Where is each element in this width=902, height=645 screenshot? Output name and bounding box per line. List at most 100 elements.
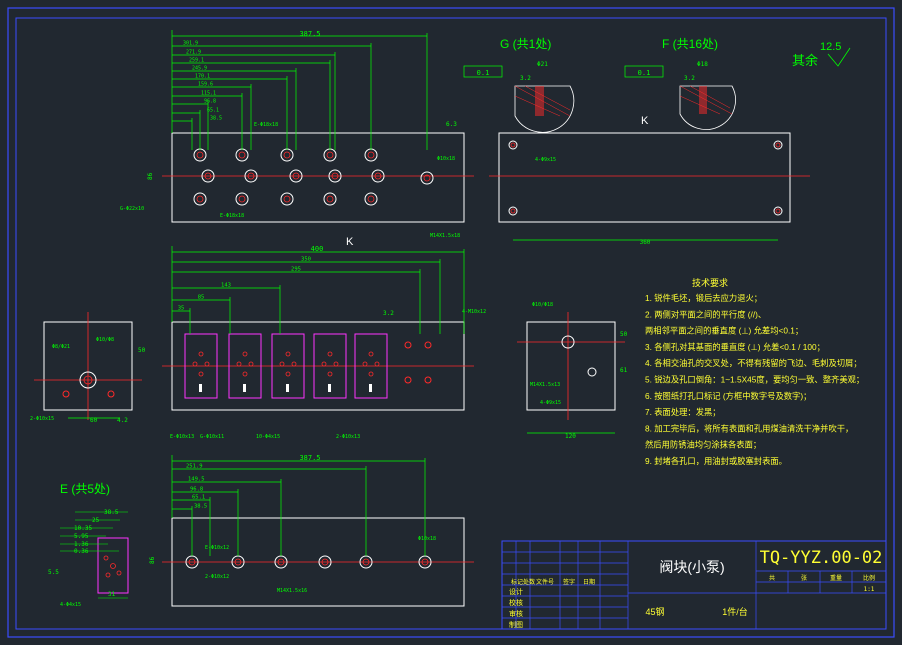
top-hole-mid-1-outer (201, 169, 215, 183)
drawing-number: TQ-YYZ.00-02 (760, 548, 883, 568)
front-pad-5-marker (369, 384, 372, 392)
tb-scale: 1:1 (864, 586, 875, 593)
section-g-tolerance: 0.1 (477, 69, 490, 77)
front-dim-overall: 400 (311, 245, 324, 253)
top-dim-value-7: 115.1 (201, 91, 216, 97)
title-block-grid (502, 541, 886, 629)
front-port-hole-2 (424, 341, 432, 349)
bottom-hole-1-inner (188, 558, 196, 566)
top-hole-upper-1-outer (193, 148, 207, 162)
front-callout-2: G-Φ10x11 (200, 434, 224, 440)
detail-e-dim-6: 0.36 (74, 548, 89, 555)
tech-req-item-3: 两相邻平面之间的垂直度 (⊥) 允差均<0.1； (645, 326, 803, 336)
tb-row-1: 标记处数 (511, 578, 535, 586)
front-pad-2-hole-2 (236, 361, 242, 367)
top-hole-upper-2-outer (235, 148, 249, 162)
front-pad-1-hole-4 (198, 371, 204, 377)
top-hole-upper-5-inner (367, 151, 375, 159)
top-view-dimensions: 301.9271.9259.1245.9170.1159.6115.196.86… (171, 30, 428, 150)
front-pad-2-hole-4 (242, 371, 248, 377)
front-dim-value-1: 350 (301, 257, 311, 263)
top-dim-value-1: 301.9 (183, 41, 198, 47)
front-port-hole-1 (404, 341, 412, 349)
material: 45钢 (645, 606, 664, 617)
top-dim-value-10: 38.5 (210, 116, 222, 122)
front-pad-3-hole-3 (291, 361, 297, 367)
top-view-holes (193, 148, 434, 206)
tb-left-1: 设计 (509, 587, 523, 596)
section-f-tolerance: 0.1 (638, 69, 651, 77)
section-f-bore (699, 86, 707, 114)
top-hole-upper-2-inner (238, 151, 246, 159)
front-pad-3-hole-4 (285, 371, 291, 377)
detail-e-dim-3: 10.35 (74, 525, 92, 532)
bottom-hole-4-outer (318, 555, 332, 569)
k-hole-2 (773, 140, 783, 150)
quantity: 1件/台 (722, 606, 748, 617)
top-hole-upper-3-outer (280, 148, 294, 162)
tb-row-4: 日期 (583, 578, 595, 586)
top-hole-lower-5-outer (364, 192, 378, 206)
tech-req-item-4: 3. 各侧孔对其基面的垂直度 (⊥) 允差<0.1 / 100； (645, 342, 825, 352)
top-hole-mid-3-outer (289, 169, 303, 183)
top-dim-value-8: 96.8 (204, 99, 216, 105)
top-hole-upper-4-inner (326, 151, 334, 159)
top-dim-value-2: 271.9 (186, 50, 201, 56)
right-view-callout-1: Φ10/Φ18 (532, 302, 553, 308)
section-g-dim-1: Φ21 (537, 61, 548, 68)
bottom-dim-value-3: 96.8 (190, 487, 203, 493)
bottom-dim-value-4: 65.1 (192, 495, 205, 501)
front-pad-5-hole-2 (362, 361, 368, 367)
detail-e-hole-4 (105, 572, 111, 578)
right-view: 120 50 61 Φ10/Φ18 M14X1.5x13 4-Φ9x15 (517, 302, 628, 440)
section-g-hatch (514, 85, 571, 117)
front-pad-5-hole-3 (374, 361, 380, 367)
bottom-dim-overall: 387.5 (299, 454, 320, 462)
bottom-callout-3: M14X1.5x16 (277, 588, 307, 594)
tech-req-item-10: 然后用防锈油均匀涂抹各表面； (645, 440, 761, 450)
detail-e-dim-8: 5.5 (48, 569, 59, 576)
front-pad-3-hole-2 (279, 361, 285, 367)
front-pad-2 (228, 333, 262, 399)
k-hole-inner-2 (775, 142, 781, 148)
left-view-callout-1: Φ8/Φ21 (52, 344, 70, 350)
left-view-callout-2: Φ10/Φ8 (96, 337, 114, 343)
top-dim-value-3: 259.1 (189, 58, 204, 64)
detail-e-dim-7: 31 (108, 591, 116, 598)
front-pad-3 (271, 333, 305, 399)
top-hole-lower-3-inner (283, 195, 291, 203)
k-hole-4 (773, 206, 783, 216)
tb-header-1: 共 (769, 574, 775, 582)
outer-frame (7, 7, 895, 638)
top-hole-lower-4-inner (326, 195, 334, 203)
front-view-pads (184, 333, 432, 399)
top-callout-5: M14X1.5x18 (430, 233, 460, 239)
top-hole-lower-1-inner (196, 195, 204, 203)
k-hole-inner-1 (510, 142, 516, 148)
tech-req-item-2: 2. 两侧对平面之间的平行度 (//)、 (645, 309, 766, 319)
bottom-callout-2: 2-Φ10x12 (205, 574, 229, 580)
detail-e-dim-5: 1.36 (74, 541, 89, 548)
tb-header-3: 重量 (830, 574, 842, 582)
tech-req-item-5: 4. 各相交油孔的交叉处，不得有残留的飞边、毛刺及切屑； (645, 358, 862, 368)
tech-req-title: 技术要求 (692, 277, 728, 288)
top-hole-lower-4-outer (323, 192, 337, 206)
right-view-dim-2: 50 (620, 331, 628, 338)
detail-e-dim-2: 25 (92, 517, 100, 524)
detail-e-hole-3 (116, 570, 122, 576)
front-pad-5 (354, 333, 388, 399)
front-roughness: 3.2 (383, 310, 394, 317)
bottom-dim-value-2: 149.5 (188, 477, 205, 483)
top-hole-mid-4-outer (328, 169, 342, 183)
top-hole-upper-4-outer (323, 148, 337, 162)
top-callout-1: G-Φ22x10 (120, 206, 144, 212)
view-k-holes (508, 140, 783, 216)
tb-row-2: 文件号 (536, 578, 554, 586)
bottom-dim-value-5: 38.5 (194, 504, 207, 510)
front-pad-2-hole-3 (248, 361, 254, 367)
front-dim-value-3: 143 (221, 283, 231, 289)
tech-req-item-11: 9. 封堵各孔口，用油封或胶塞封表面。 (645, 456, 787, 466)
section-f-dim-1: Φ18 (697, 61, 708, 68)
